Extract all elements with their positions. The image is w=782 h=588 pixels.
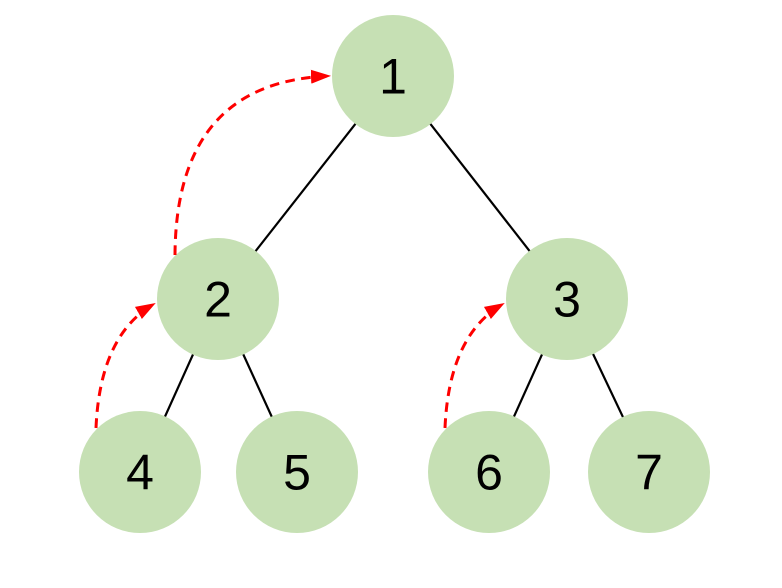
recursion-arrow-2-to-1: [173, 69, 331, 256]
tree-node-1: 1: [332, 15, 454, 137]
recursion-arrow-4-to-2: [94, 302, 156, 429]
tree-node-7: 7: [588, 411, 710, 533]
tree-node-circle-5: [236, 411, 358, 533]
tree-node-circle-3: [506, 238, 628, 360]
tree-node-circle-6: [428, 411, 550, 533]
tree-node-label-3: 3: [553, 272, 581, 328]
tree-node-3: 3: [506, 238, 628, 360]
tree-node-circle-2: [157, 238, 279, 360]
tree-node-circle-7: [588, 411, 710, 533]
tree-node-5: 5: [236, 411, 358, 533]
tree-node-label-4: 4: [126, 445, 154, 501]
tree-node-label-7: 7: [635, 445, 663, 501]
nodes-layer: 1 2 3 4 5 6 7: [79, 15, 710, 533]
tree-node-label-2: 2: [204, 272, 232, 328]
tree-node-circle-1: [332, 15, 454, 137]
tree-node-4: 4: [79, 411, 201, 533]
tree-node-label-1: 1: [379, 49, 407, 105]
recursion-arrow-6-to-3: [443, 302, 505, 429]
tree-node-label-6: 6: [475, 445, 503, 501]
tree-node-label-5: 5: [283, 445, 311, 501]
recursion-arrows-layer: [94, 69, 505, 429]
tree-node-2: 2: [157, 238, 279, 360]
tree-node-circle-4: [79, 411, 201, 533]
tree-node-6: 6: [428, 411, 550, 533]
